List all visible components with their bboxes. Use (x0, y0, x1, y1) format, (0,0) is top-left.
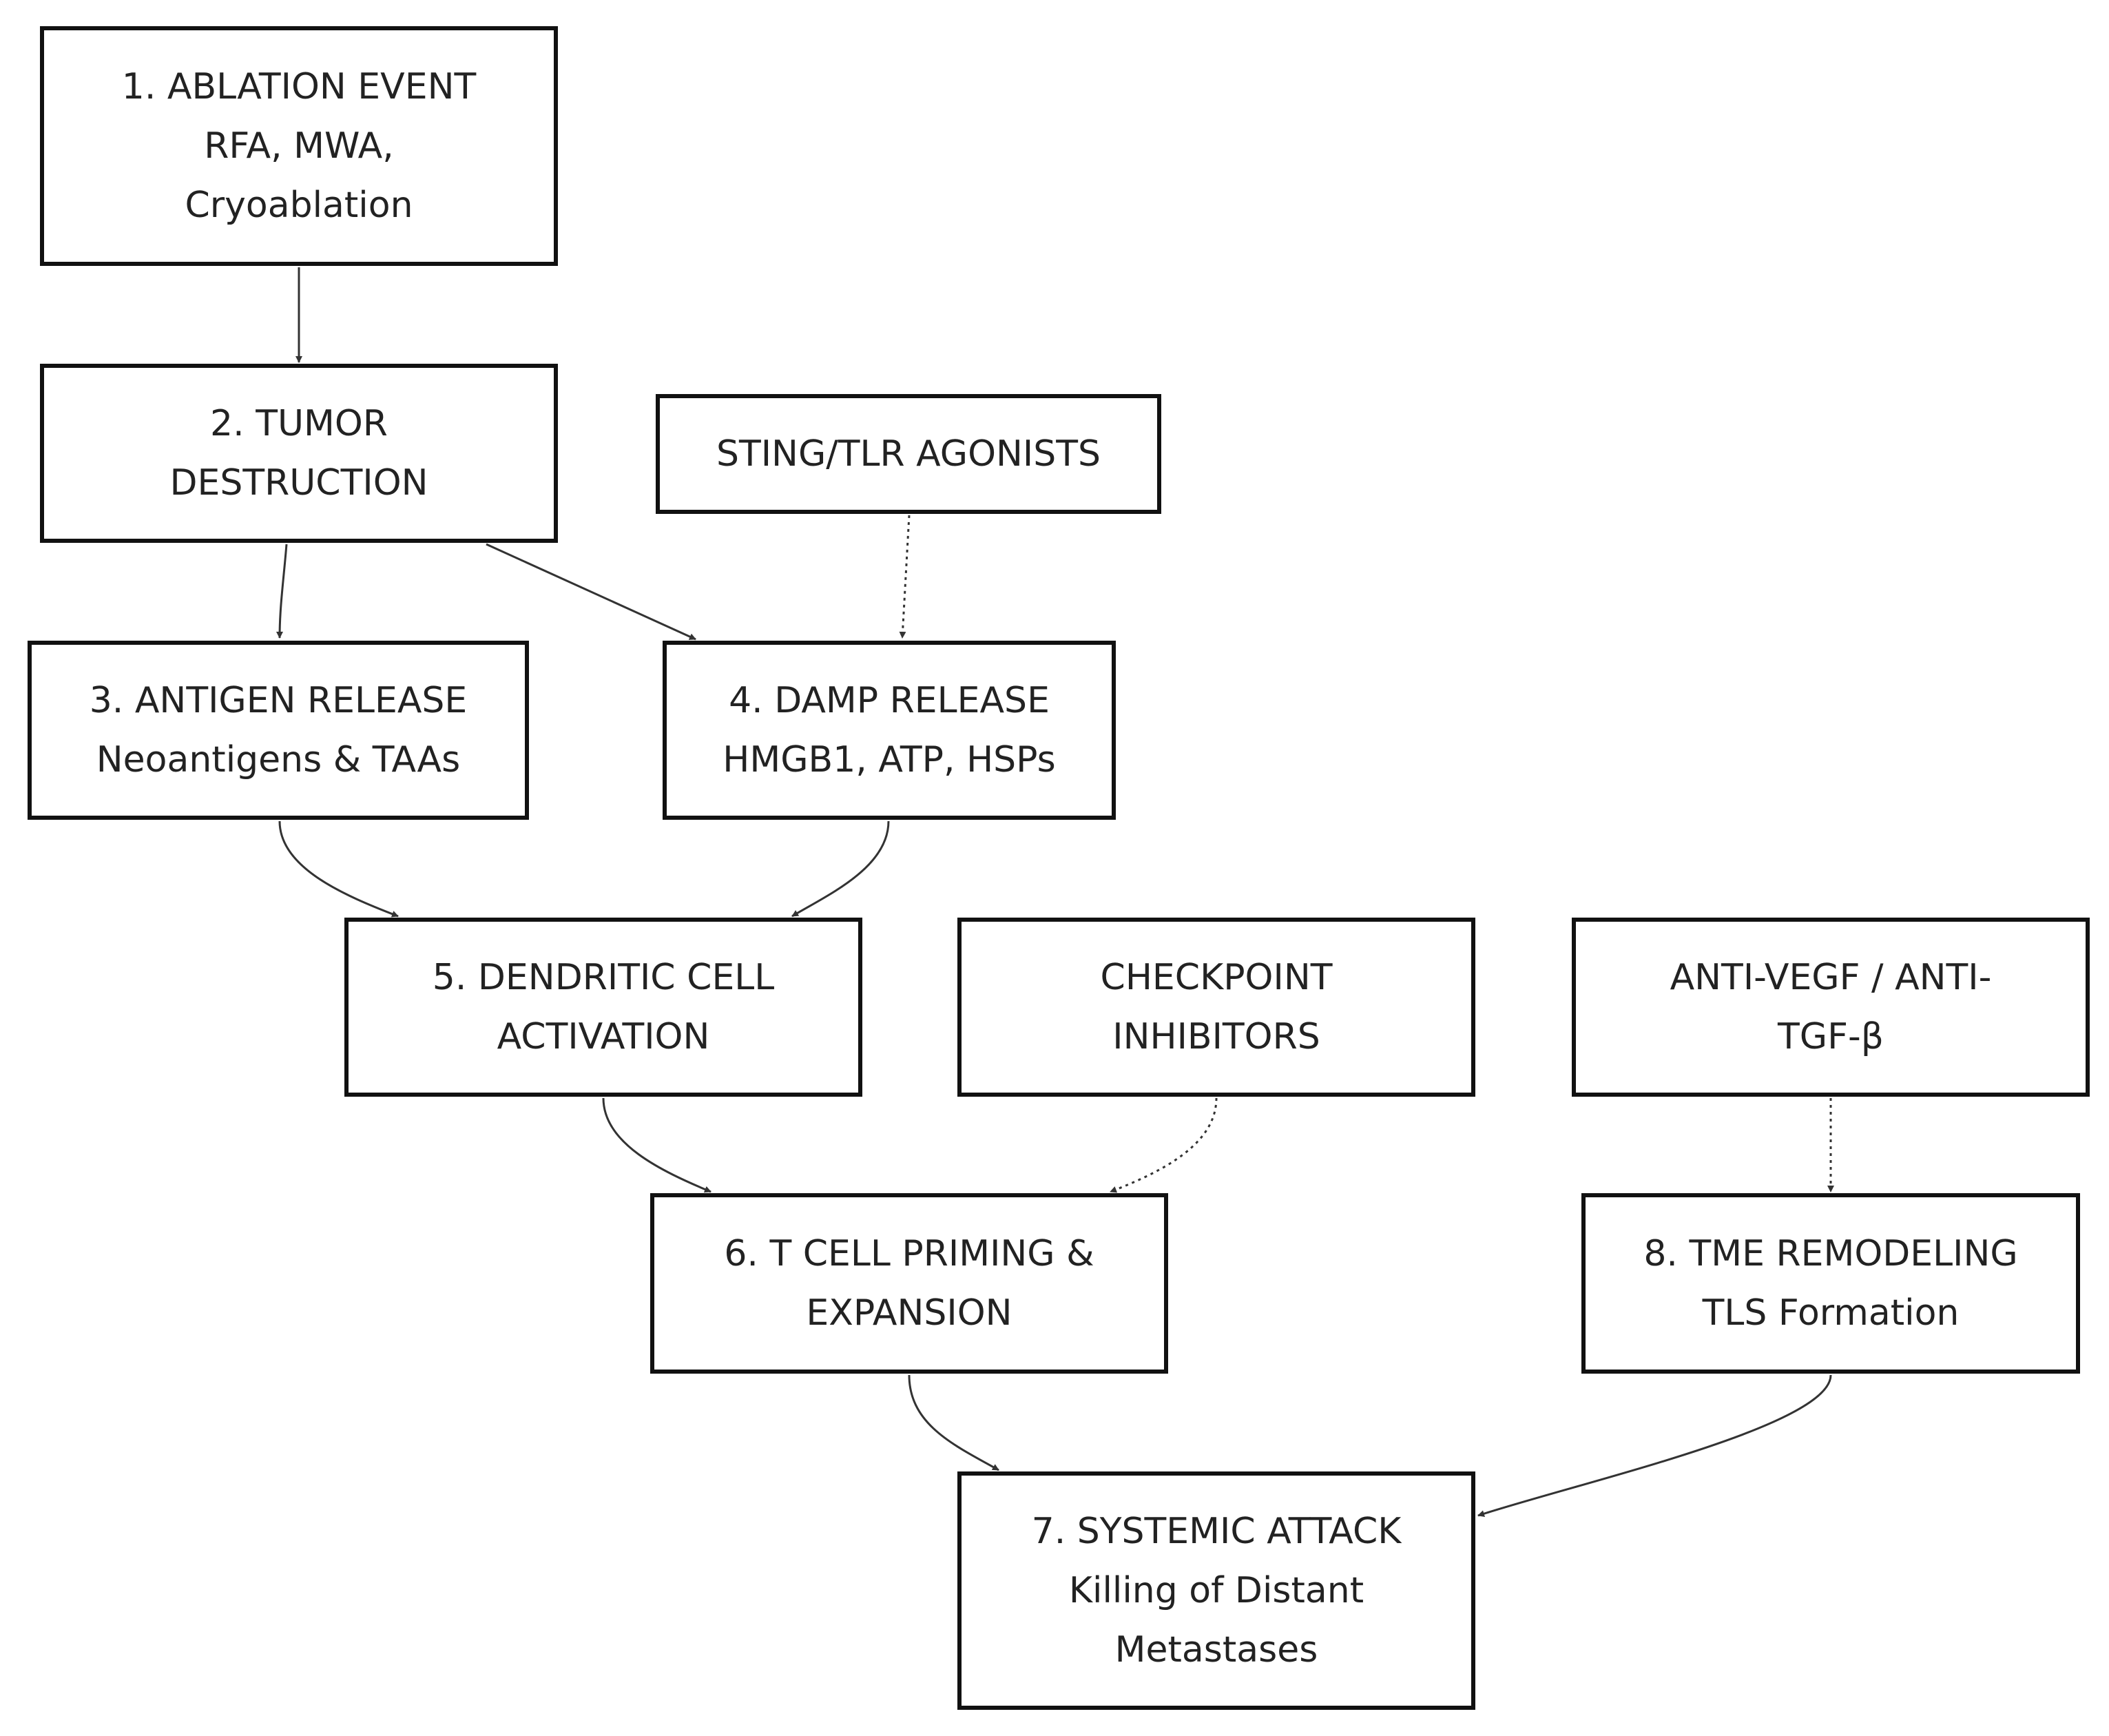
node-dendritic-cell-activation: 5. DENDRITIC CELL ACTIVATION (344, 918, 862, 1097)
node-damp-line-1: 4. DAMP RELEASE (729, 680, 1050, 721)
node-checkpoint-inhibitors: CHECKPOINT INHIBITORS (957, 918, 1475, 1097)
edge-checkpoint-to-tcell (1110, 1097, 1218, 1193)
edge-sting-to-damp (899, 515, 911, 639)
node-systemic-line-1: 7. SYSTEMIC ATTACK (1031, 1511, 1402, 1552)
node-antivegf-line-1: ANTI-VEGF / ANTI- (1670, 957, 1992, 998)
node-ablation-line-3: Cryoablation (185, 185, 413, 226)
node-tme-line-2: TLS Formation (1702, 1292, 1960, 1334)
node-dendritic-line-1: 5. DENDRITIC CELL (432, 957, 775, 998)
node-tme-remodeling: 8. TME REMODELING TLS Formation (1581, 1193, 2080, 1374)
node-tme-line-1: 8. TME REMODELING (1643, 1233, 2018, 1274)
edge-tme-to-systemic (1477, 1374, 1832, 1517)
node-t-cell-priming-expansion: 6. T CELL PRIMING & EXPANSION (650, 1193, 1168, 1374)
node-tcell-line-2: EXPANSION (806, 1292, 1012, 1334)
node-ablation-event: 1. ABLATION EVENT RFA, MWA, Cryoablation (40, 26, 558, 266)
node-ablation-line-2: RFA, MWA, (204, 125, 394, 167)
node-antigen-release: 3. ANTIGEN RELEASE Neoantigens & TAAs (28, 641, 529, 820)
node-tcell-line-1: 6. T CELL PRIMING & (724, 1233, 1094, 1274)
node-tumor-destruction: 2. TUMOR DESTRUCTION (40, 364, 558, 543)
node-sting-line-1: STING/TLR AGONISTS (716, 433, 1101, 475)
node-damp-line-2: HMGB1, ATP, HSPs (723, 739, 1056, 781)
node-antivegf-line-2: TGF-β (1778, 1016, 1884, 1057)
node-destruction-line-2: DESTRUCTION (169, 462, 428, 504)
node-anti-vegf-anti-tgf: ANTI-VEGF / ANTI- TGF-β (1572, 918, 2090, 1097)
node-antigen-line-2: Neoantigens & TAAs (96, 739, 461, 781)
edge-destruction-to-damp (486, 543, 696, 641)
node-destruction-line-1: 2. TUMOR (210, 403, 388, 444)
node-systemic-line-2: Killing of Distant (1068, 1570, 1364, 1611)
node-dendritic-line-2: ACTIVATION (497, 1016, 710, 1057)
node-damp-release: 4. DAMP RELEASE HMGB1, ATP, HSPs (663, 641, 1116, 820)
node-sting-tlr-agonists: STING/TLR AGONISTS (656, 394, 1161, 514)
edge-dendritic-to-tcell (602, 1097, 711, 1193)
edge-damp-to-dendritic (791, 820, 890, 918)
node-checkpoint-line-1: CHECKPOINT (1100, 957, 1333, 998)
node-checkpoint-line-2: INHIBITORS (1112, 1016, 1320, 1057)
edge-tcell-to-systemic (908, 1374, 999, 1471)
node-systemic-attack: 7. SYSTEMIC ATTACK Killing of Distant Me… (957, 1471, 1475, 1710)
edge-destruction-to-antigen (276, 544, 288, 639)
edge-antigen-to-dendritic (278, 820, 399, 918)
node-antigen-line-1: 3. ANTIGEN RELEASE (89, 680, 468, 721)
node-ablation-line-1: 1. ABLATION EVENT (121, 66, 477, 107)
node-systemic-line-3: Metastases (1114, 1629, 1318, 1671)
